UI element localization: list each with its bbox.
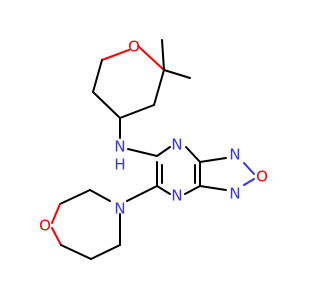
molecule-canvas: O N H N N N N O N O: [39, 38, 268, 260]
bond-n3-o: [243, 162, 255, 175]
bond-c5-c4: [92, 91, 121, 119]
molecule-structure: O N H N N N N O N O: [39, 38, 268, 260]
morpholine-oxygen-label: O: [39, 217, 51, 235]
morpholine-ring: [51, 185, 158, 260]
bond-c3a-n4: [185, 146, 201, 163]
bond-o-c6: [101, 49, 130, 61]
bond-c4-c3: [119, 104, 155, 119]
bond-c3a-n3: [199, 157, 227, 163]
ring-oxygen-label: O: [128, 38, 140, 56]
pyrazine-nitrogen-top-label: N: [171, 136, 182, 154]
amine-hydrogen-label: H: [114, 156, 125, 174]
bond-morph-c1-c2: [59, 189, 91, 205]
bond-c2-o: [137, 45, 165, 71]
bond-c6-n7: [156, 185, 171, 195]
furazan-oxygen-label: O: [256, 168, 268, 186]
bond-morph-n-c1: [89, 189, 111, 202]
pyrazine-nitrogen-bottom-label: N: [171, 187, 182, 205]
oxane-ring: [92, 39, 191, 139]
bond-morph-c2-o: [51, 203, 61, 224]
amine-linker: [127, 148, 158, 157]
amine-nitrogen-label: N: [114, 138, 125, 156]
bond-c5-n4: [156, 146, 171, 157]
furazan-nitrogen-bottom-label: N: [229, 185, 240, 203]
bond-c3-c2: [153, 69, 165, 106]
bond-n1-o: [243, 178, 255, 186]
morpholine-nitrogen-label: N: [114, 200, 125, 218]
bond-morph-o-c3: [51, 227, 62, 246]
bond-morph-c4-c5: [90, 244, 121, 260]
furazan-nitrogen-top-label: N: [229, 146, 240, 164]
furazan-ring: [199, 157, 255, 191]
bond-methyl-top: [161, 39, 165, 71]
bond-c6-c5: [92, 59, 103, 93]
bond-morph-c3-c4: [60, 244, 92, 260]
bond-methyl-right: [163, 69, 191, 79]
bond-n7-c7a: [184, 185, 201, 195]
pyrazine-ring: [156, 146, 201, 195]
bond-c6-morph-n: [126, 185, 158, 202]
bond-n-pyrazine: [127, 148, 158, 157]
bond-c7a-n1: [199, 185, 227, 191]
